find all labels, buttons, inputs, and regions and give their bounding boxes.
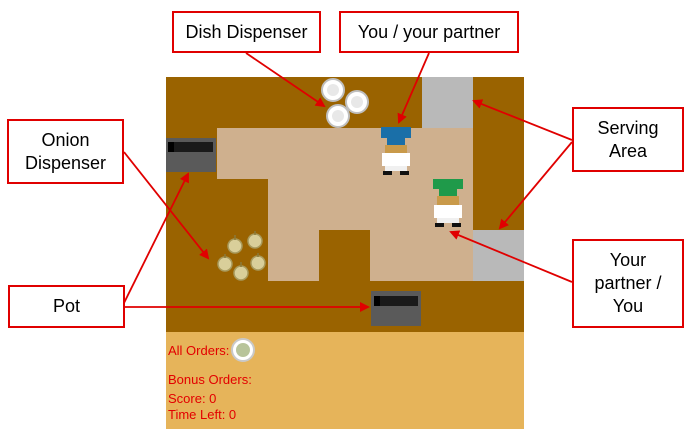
- label-dish-dispenser-text: Dish Dispenser: [185, 21, 308, 42]
- serving-area-right: [473, 230, 524, 281]
- pot-icon: [374, 296, 418, 306]
- floor-tile: [268, 230, 319, 281]
- arrow-dish: [245, 52, 326, 108]
- onion-dispenser-device: [166, 138, 216, 172]
- dish-icon: [321, 78, 345, 102]
- chef-green-icon: [433, 179, 463, 227]
- onion-icon: [217, 254, 233, 272]
- arrow-you-partner: [397, 52, 430, 124]
- arrow-partner-you: [449, 230, 573, 283]
- arrow-pot-to-dispenser: [123, 172, 189, 304]
- label-your-partner-you: Your partner / You: [572, 239, 684, 328]
- hud-panel: All Orders: Bonus Orders: Score: 0 Time …: [166, 332, 524, 429]
- dish-icon: [345, 90, 369, 114]
- label-serving-area-text: Serving Area: [597, 117, 659, 161]
- pot-icon: [168, 142, 213, 152]
- label-onion-dispenser-text: Onion Dispenser: [24, 129, 107, 173]
- arrow-onion: [123, 151, 210, 260]
- label-dish-dispenser: Dish Dispenser: [172, 11, 321, 53]
- label-you-partner: You / your partner: [339, 11, 519, 53]
- label-you-partner-text: You / your partner: [357, 21, 501, 42]
- onion-soup-order-icon: [231, 338, 255, 362]
- onion-pile: [217, 231, 266, 281]
- onion-icon: [227, 235, 243, 254]
- time-left-label: Time Left: 0: [168, 407, 237, 422]
- chef-blue-icon: [381, 127, 411, 175]
- floor-tile: [422, 128, 473, 179]
- label-onion-dispenser: Onion Dispenser: [7, 119, 124, 184]
- dish-dispenser: [321, 78, 369, 128]
- pot: [371, 291, 421, 326]
- pot-handle: [168, 142, 174, 152]
- pot-handle: [374, 296, 380, 306]
- bonus-orders-label: Bonus Orders:: [168, 372, 252, 387]
- game-board: All Orders: Bonus Orders: Score: 0 Time …: [166, 77, 524, 429]
- all-orders-label: All Orders:: [168, 343, 230, 358]
- label-serving-area: Serving Area: [572, 107, 684, 172]
- arrow-serving-right: [498, 141, 573, 230]
- label-your-partner-you-text: Your partner / You: [594, 250, 662, 316]
- onion-icon: [233, 262, 249, 281]
- dish-icon: [326, 104, 350, 128]
- score-label: Score: 0: [168, 391, 217, 406]
- label-pot: Pot: [8, 285, 125, 328]
- serving-area-top: [422, 77, 473, 128]
- onion-icon: [250, 253, 266, 271]
- label-pot-text: Pot: [52, 296, 81, 316]
- arrow-serving-top: [472, 99, 573, 141]
- onion-icon: [247, 231, 263, 249]
